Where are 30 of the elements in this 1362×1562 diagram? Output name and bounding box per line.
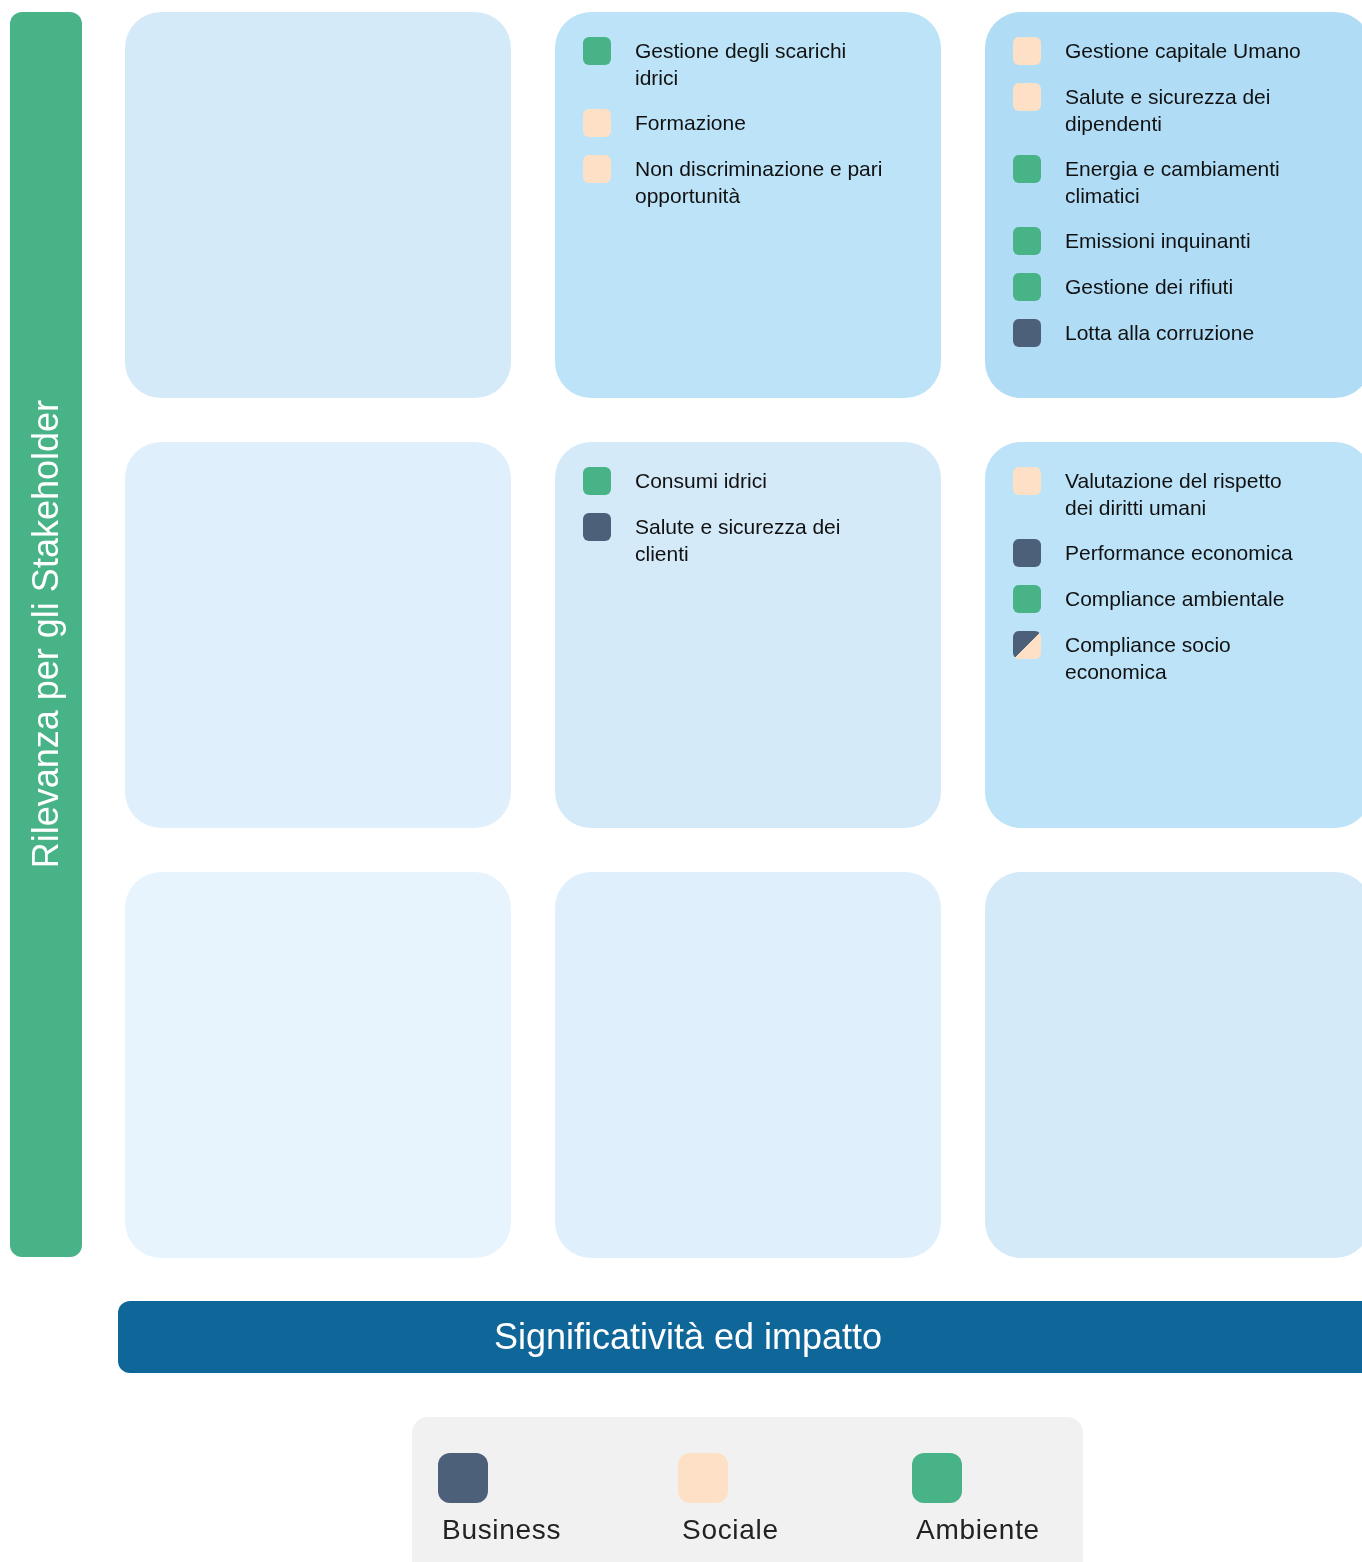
matrix-cell: [125, 12, 511, 398]
topic-text: Emissioni inquinanti: [1065, 228, 1252, 254]
topic-text: Compliance socio economica: [1065, 632, 1232, 685]
topic-text: Formazione: [635, 110, 747, 136]
topic-text: Salute e sicurezza dei clienti: [635, 514, 842, 567]
legend-label: Sociale: [682, 1513, 779, 1547]
topic-text: Consumi idrici: [635, 468, 768, 494]
topic-text: Lotta alla corruzione: [1065, 320, 1256, 346]
topic-text: Salute e sicurezza dei dipendenti: [1065, 84, 1272, 137]
y-axis-bar: [10, 12, 82, 1257]
matrix-cell: [985, 872, 1362, 1258]
topic-text: Compliance ambientale: [1065, 586, 1286, 612]
axis-title: Rilevanza per gli Stakeholder: [24, 400, 67, 869]
legend-label: Ambiente: [916, 1513, 1040, 1547]
legend-label: Business: [442, 1513, 562, 1547]
topic-text: Performance economica: [1065, 540, 1294, 566]
matrix-cell: [125, 442, 511, 828]
matrix-cell: [985, 12, 1362, 398]
axis-title: Significatività ed impatto: [493, 1315, 883, 1359]
topic-text: Gestione dei rifiuti: [1065, 274, 1235, 300]
topic-text: Gestione capitale Umano: [1065, 38, 1302, 64]
matrix-cell: [555, 442, 941, 828]
topic-text: Non discriminazione e pari opportunità: [635, 156, 883, 209]
matrix-cell: [985, 442, 1362, 828]
topic-text: Gestione degli scarichi idrici: [635, 38, 848, 91]
matrix-cell: [555, 12, 941, 398]
matrix-cell: [555, 872, 941, 1258]
topic-text: Valutazione del rispetto dei diritti umani: [1065, 468, 1283, 521]
topic-text: Energia e cambiamenti climatici: [1065, 156, 1281, 209]
x-axis-bar: [118, 1301, 1362, 1373]
